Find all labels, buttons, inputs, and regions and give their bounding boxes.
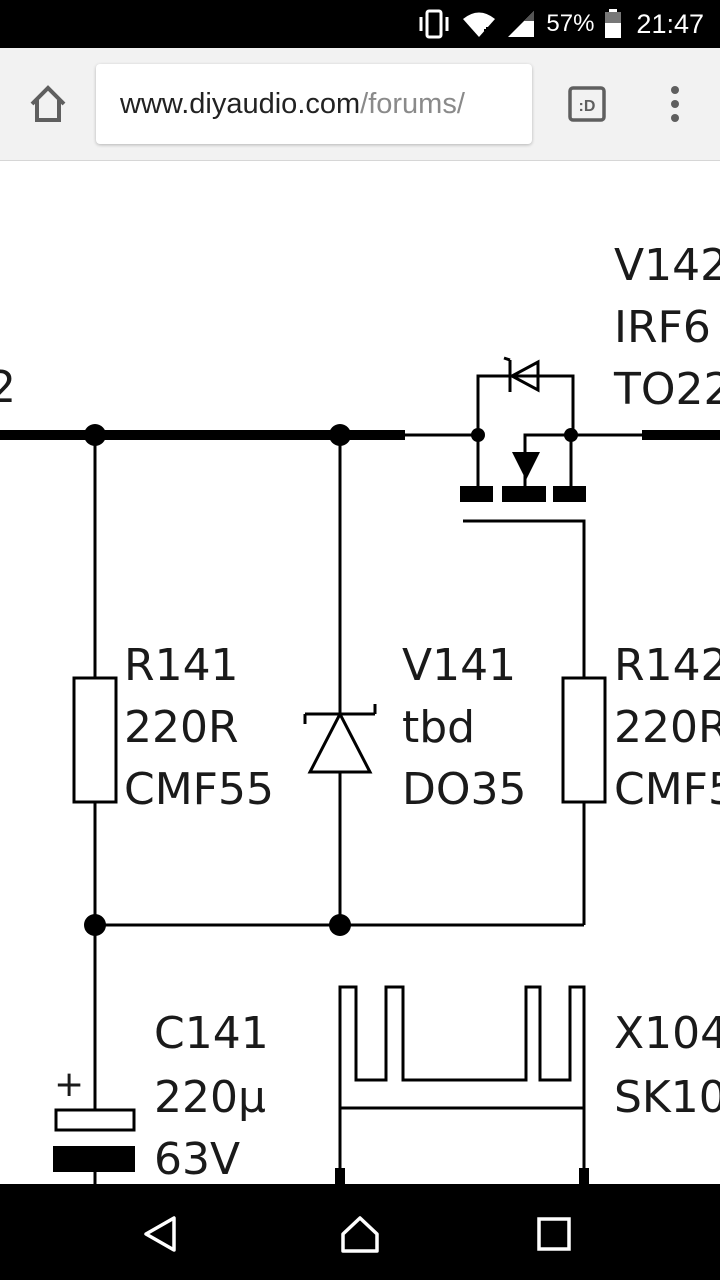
r142-package: CMF5 (614, 764, 720, 815)
tabs-icon: :D (568, 86, 606, 122)
url-text: www.diyaudio.com/forums/ (120, 88, 465, 121)
more-vert-icon (671, 86, 679, 122)
tab-switcher-button[interactable]: :D (568, 86, 606, 122)
x104-ref: X104 (614, 1008, 720, 1059)
v142-part: IRF6 (614, 302, 711, 353)
r141-value: 220R (124, 702, 239, 753)
v142-package: TO22 (613, 364, 720, 415)
home-nav-button[interactable] (340, 1214, 380, 1254)
status-icons: 57% 21:47 (416, 0, 704, 48)
v142-ref: V142 (614, 240, 720, 291)
back-icon (144, 1216, 176, 1252)
overflow-menu-button[interactable] (660, 84, 690, 124)
c141-ref: C141 (154, 1008, 269, 1059)
r141-package: CMF55 (124, 764, 274, 815)
x104-part: SK10 (614, 1072, 720, 1123)
url-host: www.diyaudio.com (120, 88, 361, 120)
url-path: /forums/ (360, 88, 465, 120)
clock: 21:47 (636, 8, 704, 39)
c141-value: 220µ (154, 1072, 266, 1123)
vibrate-icon (416, 9, 452, 39)
v141-package: DO35 (402, 764, 527, 815)
navigation-bar (0, 1184, 720, 1280)
v141-value: tbd (402, 702, 475, 753)
status-bar: 57% 21:47 (0, 0, 720, 48)
home-button[interactable] (26, 82, 70, 126)
tabs-icon-label: :D (579, 98, 596, 115)
r142-value: 220R (614, 702, 720, 753)
page-content[interactable]: 2 V142 IRF6 TO22 R141 220R CMF55 V141 tb… (0, 161, 720, 1184)
schematic-image: 2 V142 IRF6 TO22 R141 220R CMF55 V141 tb… (0, 240, 720, 1184)
v141-ref: V141 (402, 640, 516, 691)
battery-icon (604, 9, 622, 39)
r142-ref: R142 (614, 640, 720, 691)
recents-button[interactable] (534, 1214, 574, 1254)
back-button[interactable] (140, 1214, 180, 1254)
url-bar[interactable]: www.diyaudio.com/forums/ (96, 64, 532, 144)
wifi-icon (462, 10, 496, 38)
battery-percent: 57% (546, 10, 595, 37)
home-icon (341, 1216, 379, 1253)
browser-toolbar: www.diyaudio.com/forums/ :D (0, 48, 720, 161)
c141-polarity: + (54, 1064, 84, 1105)
c141-voltage: 63V (154, 1134, 240, 1184)
home-icon (30, 85, 66, 122)
r141-ref: R141 (124, 640, 239, 691)
signal-icon (506, 9, 536, 39)
left-edge-label: 2 (0, 362, 16, 413)
recents-icon (537, 1217, 571, 1251)
